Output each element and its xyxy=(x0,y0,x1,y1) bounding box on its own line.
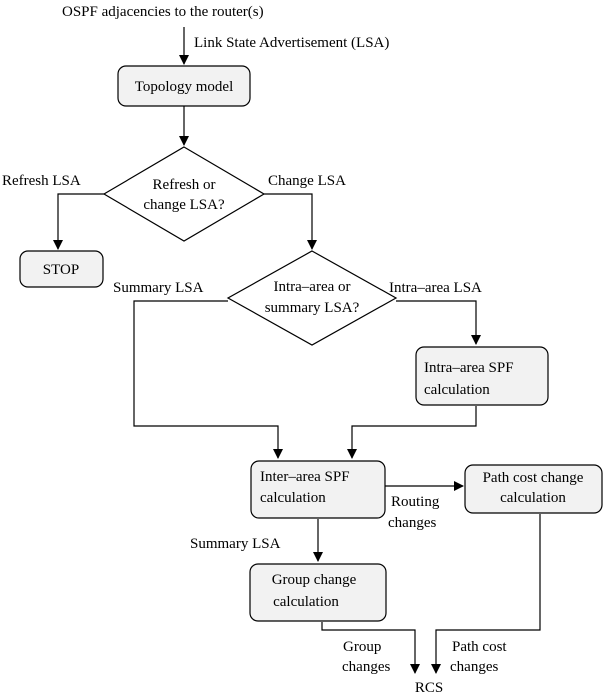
group-changes-label-line-1: Group xyxy=(343,639,381,655)
stop-label: STOP xyxy=(43,262,79,278)
inter-area-spf-label-line-2: calculation xyxy=(260,490,326,506)
change-lsa-label: Change LSA xyxy=(268,173,346,189)
edge-change-to-intra-decision xyxy=(264,193,317,250)
refresh-or-change-label-line-1: Refresh or xyxy=(153,177,216,193)
routing-changes-label-line-2: changes xyxy=(388,515,436,531)
summary-lsa-down-label: Summary LSA xyxy=(190,536,281,552)
path-cost-change-label-line-2: calculation xyxy=(500,490,566,506)
path-cost-changes-label-line-1: Path cost xyxy=(452,639,507,655)
inter-area-spf-label-line-1: Inter–area SPF xyxy=(260,469,350,485)
edge-labels: OSPF adjacencies to the router(s) Link S… xyxy=(2,4,507,675)
refresh-or-change-label-line-2: change LSA? xyxy=(143,197,225,213)
stop-box: STOP xyxy=(19,250,104,288)
path-cost-changes-label-line-2: changes xyxy=(450,659,498,675)
rcs-label: RCS xyxy=(415,680,443,696)
path-cost-change-box: Path cost change calculation xyxy=(464,464,603,514)
group-change-label-line-1: Group change xyxy=(272,572,357,588)
inter-area-spf-box: Inter–area SPF calculation xyxy=(250,460,386,519)
intra-area-spf-box: Intra–area SPF calculation xyxy=(415,346,549,406)
intra-area-spf-label-line-2: calculation xyxy=(424,382,490,398)
edge-intra-spf-to-inter-spf xyxy=(347,406,477,459)
edge-path-cost-to-rcs xyxy=(431,514,541,674)
topology-model-label: Topology model xyxy=(135,79,234,95)
group-change-box: Group change calculation xyxy=(249,563,387,622)
edge-group-change-to-rcs xyxy=(321,622,420,674)
edge-summary-to-inter-spf xyxy=(133,300,283,459)
edge-intra-lsa-to-intra-spf xyxy=(396,300,481,345)
lsa-input-label: Link State Advertisement (LSA) xyxy=(194,35,389,51)
intra-or-summary-decision: Intra–area or summary LSA? xyxy=(226,250,398,346)
intra-area-lsa-label: Intra–area LSA xyxy=(389,280,482,296)
path-cost-change-label-line-1: Path cost change xyxy=(483,470,584,486)
summary-lsa-branch-label: Summary LSA xyxy=(113,280,204,296)
refresh-lsa-label: Refresh LSA xyxy=(2,173,81,189)
ospf-adjacencies-label: OSPF adjacencies to the router(s) xyxy=(62,4,264,20)
routing-changes-label-line-1: Routing xyxy=(391,494,440,510)
refresh-or-change-decision: Refresh or change LSA? xyxy=(102,146,266,242)
edge-refresh-to-stop xyxy=(53,193,104,250)
topology-model-box: Topology model xyxy=(117,65,251,107)
group-changes-label-line-2: changes xyxy=(342,659,390,675)
group-change-label-line-2: calculation xyxy=(273,594,339,610)
edges xyxy=(53,27,541,674)
intra-or-summary-label-line-1: Intra–area or xyxy=(273,279,350,295)
intra-area-spf-label-line-1: Intra–area SPF xyxy=(424,360,514,376)
intra-or-summary-label-line-2: summary LSA? xyxy=(265,300,360,316)
